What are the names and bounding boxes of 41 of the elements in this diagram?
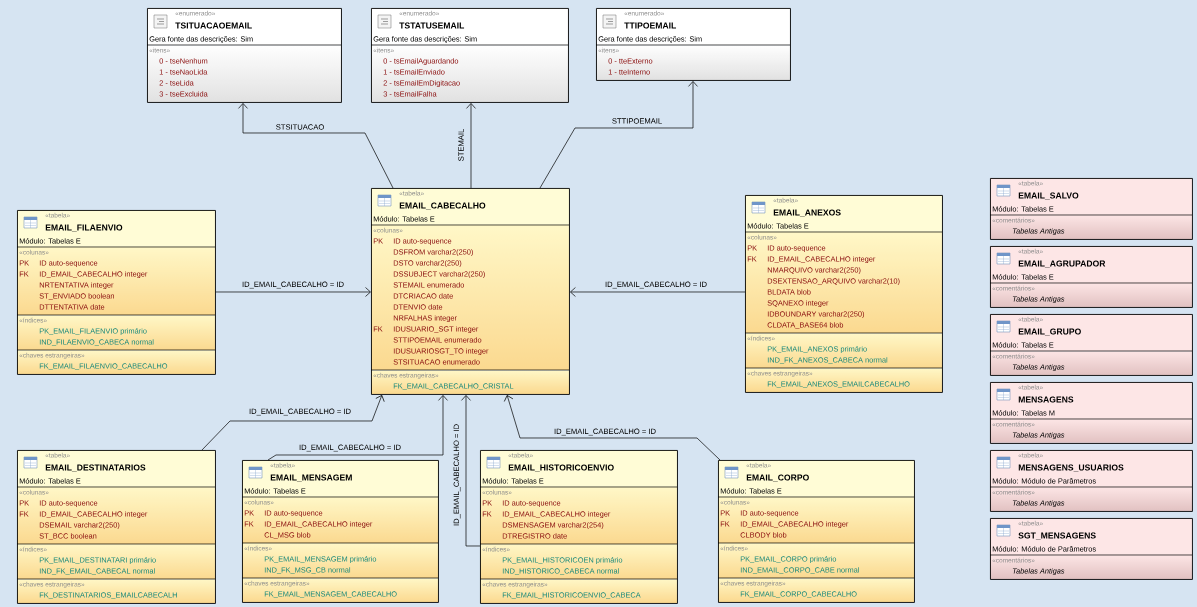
arrow [539,81,698,189]
table-name: EMAIL_HISTORICOENVIO [508,464,614,472]
arrow [201,395,385,451]
table-name: EMAIL_MENSAGEM [270,474,352,482]
table-name: EMAIL_AGRUPADOR [1018,260,1106,268]
table-name: EMAIL_CABECALHO [399,202,486,210]
arrow [461,395,481,547]
table-name: EMAIL_DESTINATARIOS [45,464,146,472]
table-name: EMAIL_SALVO [1018,192,1079,200]
enum-box [595,8,791,81]
table-box [16,210,216,375]
table-box [717,460,915,603]
table-name: MENSAGENS [1018,396,1074,403]
table-box [989,178,1193,240]
table-box [989,450,1193,512]
arrow [267,395,448,461]
table-name: EMAIL_FILAENVIO [45,224,123,232]
arrow [466,103,476,189]
table-name: EMAIL_GRUPO [1018,328,1081,336]
table-name: EMAIL_CORPO [746,474,809,482]
enum-name: TTIPOEMAIL [624,22,676,29]
enum-box [146,8,342,103]
table-box [989,314,1193,376]
table-box [241,460,439,603]
enum-name: TSTATUSEMAIL [399,22,465,29]
table-box [744,195,943,393]
table-box [16,450,216,604]
table-name: MENSAGENS_USUARIOS [1018,464,1124,472]
table-name: SGT_MENSAGENS [1018,532,1096,540]
enum-box [370,8,569,103]
arrow [570,287,746,297]
table-box [479,450,678,604]
table-box [989,518,1193,580]
enum-name: TSITUACAOEMAIL [175,22,252,29]
arrow [238,103,394,189]
table-box [989,382,1193,444]
arrow [215,287,371,297]
table-box [370,188,570,395]
table-name: EMAIL_ANEXOS [773,209,841,217]
table-box [989,246,1193,308]
arrow [503,395,721,461]
